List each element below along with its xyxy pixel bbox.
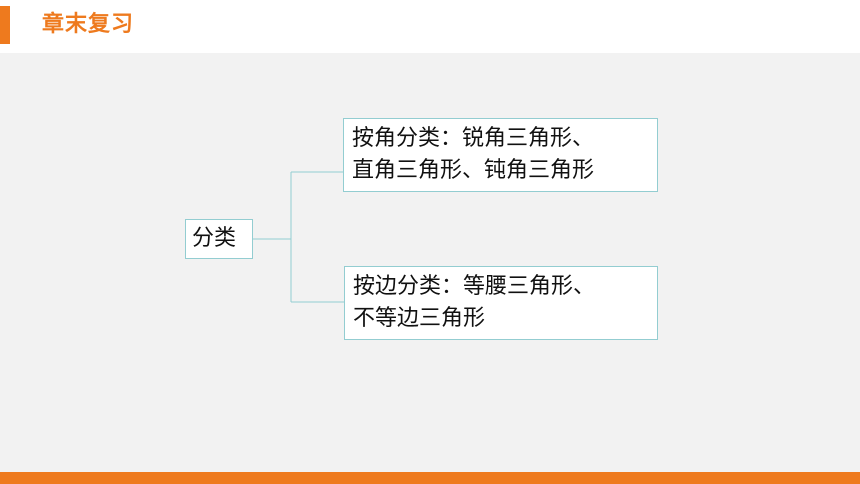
side-classification-line-1: 按边分类：等腰三角形、 xyxy=(353,274,596,299)
side-classification-line-2: 不等边三角形 xyxy=(353,306,486,331)
slide-title: 章末复习 xyxy=(42,12,135,37)
angle-classification-line-1: 按角分类：锐角三角形、 xyxy=(352,126,595,151)
slide-header: 章末复习 xyxy=(0,0,860,52)
footer-accent-bar xyxy=(0,472,860,484)
angle-classification-box: 按角分类：锐角三角形、 直角三角形、钝角三角形 xyxy=(343,118,658,192)
classification-root-label: 分类 xyxy=(192,226,237,251)
angle-classification-line-2: 直角三角形、钝角三角形 xyxy=(352,158,595,183)
classification-root-box: 分类 xyxy=(185,219,253,259)
side-classification-box: 按边分类：等腰三角形、 不等边三角形 xyxy=(344,266,658,340)
header-accent-bar xyxy=(0,6,10,44)
